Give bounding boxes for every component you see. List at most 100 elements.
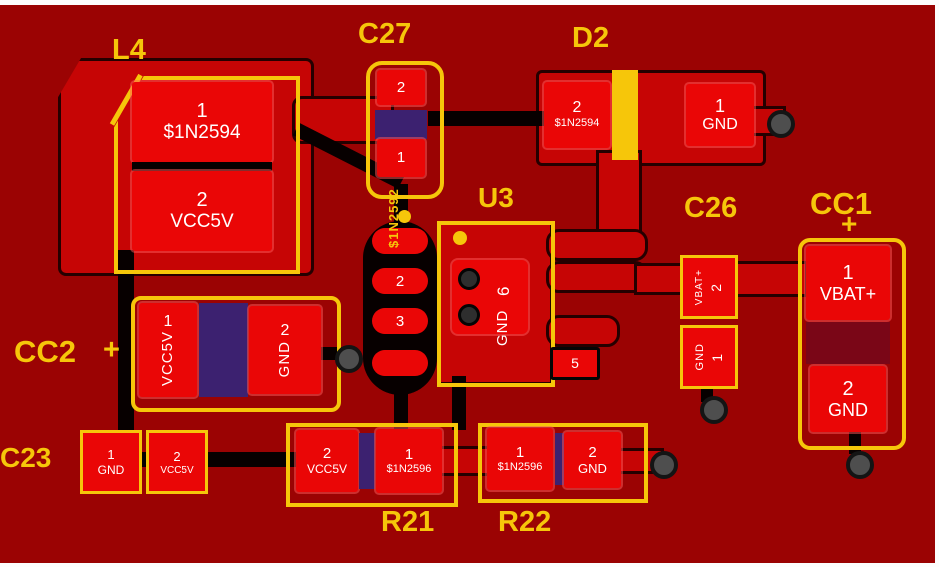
pad-net-label: GND [276, 340, 294, 378]
pad-number: 1 [708, 352, 725, 362]
pad-net-label: $1N2594 [163, 122, 241, 144]
via[interactable] [767, 110, 795, 138]
copper-pad-u3-right-1[interactable] [546, 229, 648, 261]
copper-pad-u3-right-2[interactable] [546, 261, 648, 293]
canvas-bottom-edge [0, 563, 939, 567]
pad-c23-1[interactable]: 1 GND [80, 430, 142, 494]
component-outline-r22[interactable] [478, 423, 648, 503]
pad-cc2-1[interactable]: 1 VCC5V [139, 303, 197, 397]
pad-number: 2 [572, 99, 582, 117]
pad-c26-1[interactable]: GND 1 [680, 325, 738, 389]
pad-number: 1 [842, 261, 854, 284]
component-outline-r21[interactable] [286, 423, 458, 507]
pad-number: 1 [714, 95, 725, 116]
pad-number: 1 [107, 447, 115, 462]
pad-net-label: $1N2596 [386, 462, 432, 475]
pad-number: 2 [588, 443, 597, 461]
ref-label-r21: R21 [381, 506, 435, 538]
pad-net-label: VCC5V [306, 462, 347, 477]
r22-body-band [555, 433, 564, 485]
ref-label-d2: D2 [572, 22, 610, 54]
l4-pad-gap [132, 162, 272, 171]
pad-net-label: GND [702, 115, 738, 133]
polarity-mark-cc1: + [841, 208, 858, 239]
pad-number: 6 [494, 285, 513, 296]
via[interactable] [650, 451, 678, 479]
via[interactable] [846, 451, 874, 479]
copper-trace-r21-r22 [438, 446, 496, 476]
pad-c26-2[interactable]: VBAT+ 2 [680, 255, 738, 319]
cc2-body-band [199, 303, 248, 397]
pad-number: 2 [280, 321, 290, 339]
pad-net-label: VCC5V [159, 331, 177, 387]
pad-net-label: VCC5V [160, 464, 194, 476]
pad-c23-2[interactable]: 2 VCC5V [146, 430, 208, 494]
pad-number: 5 [571, 355, 579, 372]
silk-junction-dot [398, 210, 411, 223]
ref-label-c27: C27 [358, 18, 412, 50]
pad-r22-1[interactable]: 1 $1N2596 [487, 428, 553, 490]
pad-l4-2[interactable]: 2 VCC5V [132, 171, 272, 251]
pad-c27-1[interactable]: 1 [377, 139, 425, 177]
pad-net-label: GND [828, 399, 868, 420]
pad-net-label: VCC5V [170, 211, 234, 233]
pad-net-label: GND [693, 343, 706, 371]
pad-number: 2 [196, 189, 208, 212]
pad-number: 1 [404, 445, 414, 463]
pad-number: 1 [515, 443, 525, 461]
u3-thermal-via-hole[interactable] [458, 268, 480, 290]
pad-d2-1[interactable]: 1 GND [686, 84, 754, 146]
pad-u3-left-b[interactable] [372, 350, 428, 376]
pad-net-label: $1N2594 [554, 117, 600, 130]
component-outline-cc1[interactable] [798, 238, 906, 450]
pad-net-label: GND [578, 460, 607, 476]
component-outline-c27[interactable] [366, 61, 444, 199]
trace-u3-down [452, 376, 466, 430]
pad-r22-2[interactable]: 2 GND [564, 432, 621, 488]
ref-label-c23: C23 [0, 442, 52, 473]
pad-cc1-1[interactable]: 1 VBAT+ [806, 246, 890, 320]
pad-number: 1 [196, 100, 208, 123]
pad-number: 3 [395, 312, 405, 330]
d2-cathode-band [612, 70, 638, 160]
canvas-right-edge [935, 0, 939, 567]
component-outline-u3[interactable] [437, 221, 555, 387]
pad-net-label: GND [494, 309, 511, 346]
pad-net-label: VBAT+ [819, 283, 877, 304]
pad-c27-2[interactable]: 2 [377, 70, 425, 105]
pad-d2-2[interactable]: 2 $1N2594 [544, 82, 610, 148]
pad-net-label: GND [97, 463, 125, 477]
via[interactable] [700, 396, 728, 424]
ref-label-cc1: CC1 [810, 186, 873, 221]
pad-number: 2 [396, 78, 406, 96]
u3-thermal-via-hole[interactable] [458, 304, 480, 326]
pad-cc2-2[interactable]: 2 GND [249, 306, 321, 394]
trace-l4-down [118, 250, 134, 464]
pad-r21-2[interactable]: 2 VCC5V [296, 430, 358, 492]
via[interactable] [335, 345, 363, 373]
ref-label-l4: L4 [112, 34, 146, 66]
pad-number: 2 [708, 282, 724, 292]
pad-u3-left-3[interactable]: 3 [372, 308, 428, 334]
pad-u3-left-a[interactable] [372, 228, 428, 254]
pad-l4-1[interactable]: 1 $1N2594 [132, 82, 272, 162]
pad-number: 2 [842, 377, 854, 400]
pad-net-label: VBAT+ [694, 268, 705, 306]
pad-cc1-2[interactable]: 2 GND [810, 366, 886, 432]
copper-pad-u3-right-3[interactable] [546, 315, 620, 347]
component-outline-l4[interactable] [114, 76, 300, 274]
canvas-top-edge [0, 0, 939, 5]
copper-trace-c26-cc1 [728, 261, 808, 297]
pad-r21-1[interactable]: 1 $1N2596 [376, 429, 442, 493]
cc1-body-band [806, 322, 890, 364]
pad-number: 2 [322, 445, 332, 463]
copper-trace-d2-u3 [596, 150, 642, 244]
c27-body-band [375, 110, 427, 139]
pad-u3-5[interactable]: 5 [550, 347, 600, 380]
ref-label-u3: U3 [478, 182, 514, 213]
pad-u3-left-2[interactable]: 2 [372, 268, 428, 294]
ref-label-cc2: CC2 [14, 334, 77, 369]
pad-number: 2 [173, 448, 181, 464]
r21-body-band [359, 433, 375, 489]
